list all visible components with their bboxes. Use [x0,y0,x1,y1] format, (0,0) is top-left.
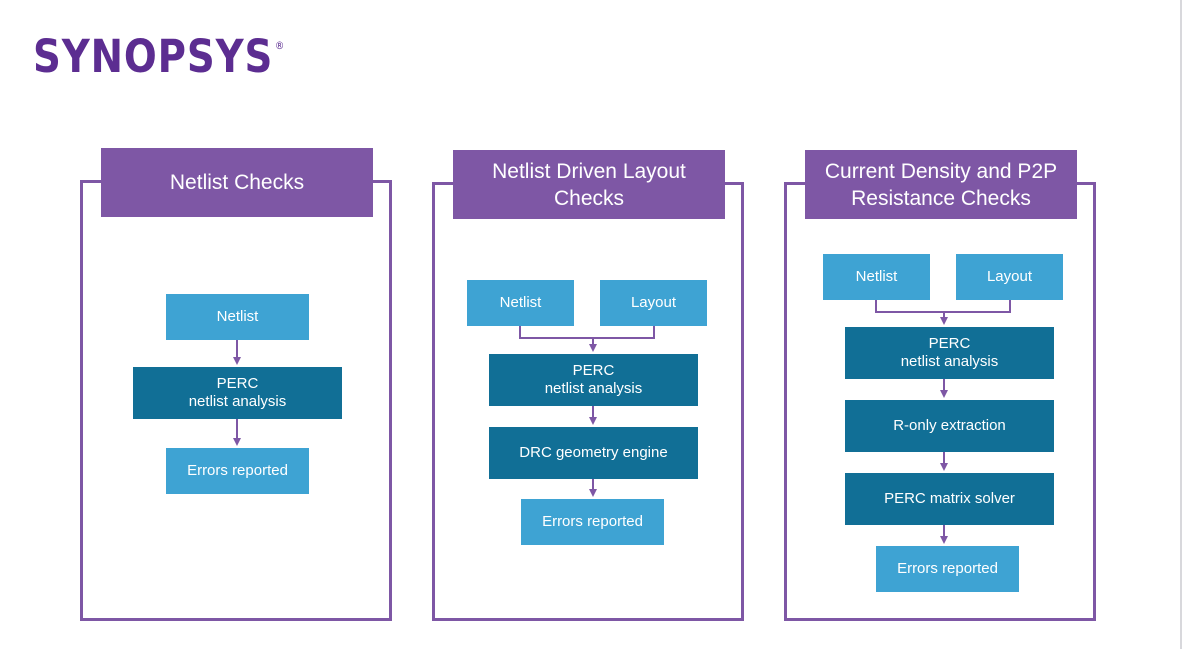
panel-title-netlist-checks: Netlist Checks [101,148,373,217]
panel-netlist-checks [80,180,392,621]
panel-title-netlist-driven-layout-checks: Netlist Driven Layout Checks [453,150,725,219]
layout-input-box: Layout [600,280,707,326]
errors-reported-box: Errors reported [521,499,664,545]
netlist-input-box: Netlist [467,280,574,326]
perc-netlist-analysis-box: PERC netlist analysis [489,354,698,406]
perc-netlist-analysis-box: PERC netlist analysis [133,367,342,419]
slide-edge-line [1180,0,1182,649]
perc-matrix-solver-box: PERC matrix solver [845,473,1054,525]
errors-reported-box: Errors reported [166,448,309,494]
layout-input-box: Layout [956,254,1063,300]
panel-current-density-p2p-checks [784,182,1096,621]
synopsys-logo: SYNOPSYS® [33,34,285,79]
panel-netlist-driven-layout-checks [432,182,744,621]
netlist-box: Netlist [166,294,309,340]
perc-netlist-analysis-box: PERC netlist analysis [845,327,1054,379]
drc-geometry-engine-box: DRC geometry engine [489,427,698,479]
netlist-input-box: Netlist [823,254,930,300]
registered-mark: ® [274,39,286,52]
panel-title-current-density-p2p-checks: Current Density and P2P Resistance Check… [805,150,1077,219]
errors-reported-box: Errors reported [876,546,1019,592]
logo-text: SYNOPSYS [33,30,274,83]
r-only-extraction-box: R-only extraction [845,400,1054,452]
